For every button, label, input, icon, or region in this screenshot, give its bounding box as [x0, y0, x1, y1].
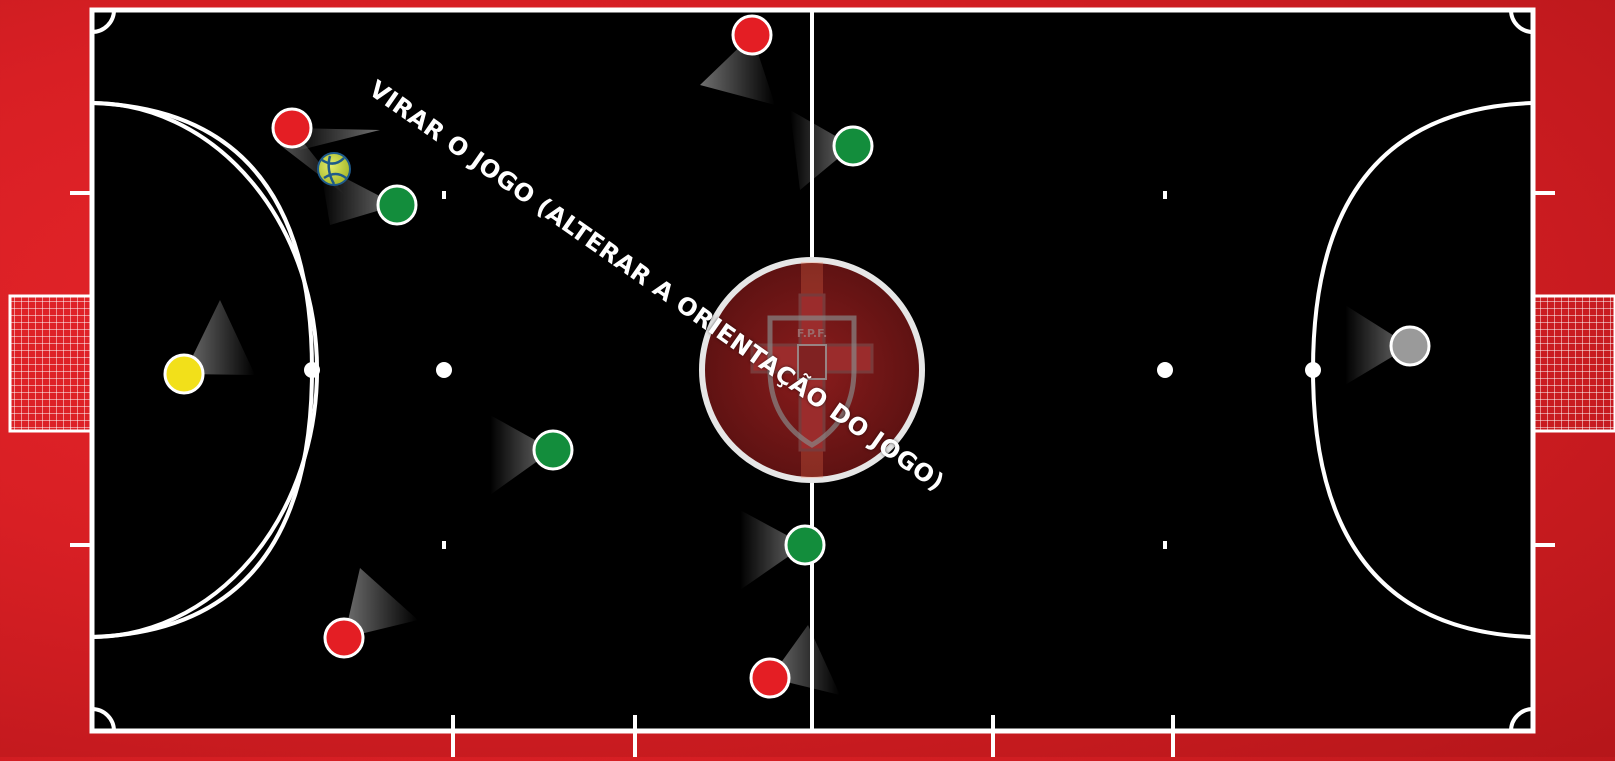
right-second-penalty-spot: [1157, 362, 1173, 378]
right-penalty-spot: [1305, 362, 1321, 378]
left-penalty-spot: [304, 362, 320, 378]
futsal-ball-icon: [318, 153, 350, 185]
crest-text: F.P.F.: [797, 327, 827, 340]
right-goal: [1533, 296, 1615, 431]
left-goal: [10, 296, 92, 431]
left-second-penalty-spot: [436, 362, 452, 378]
